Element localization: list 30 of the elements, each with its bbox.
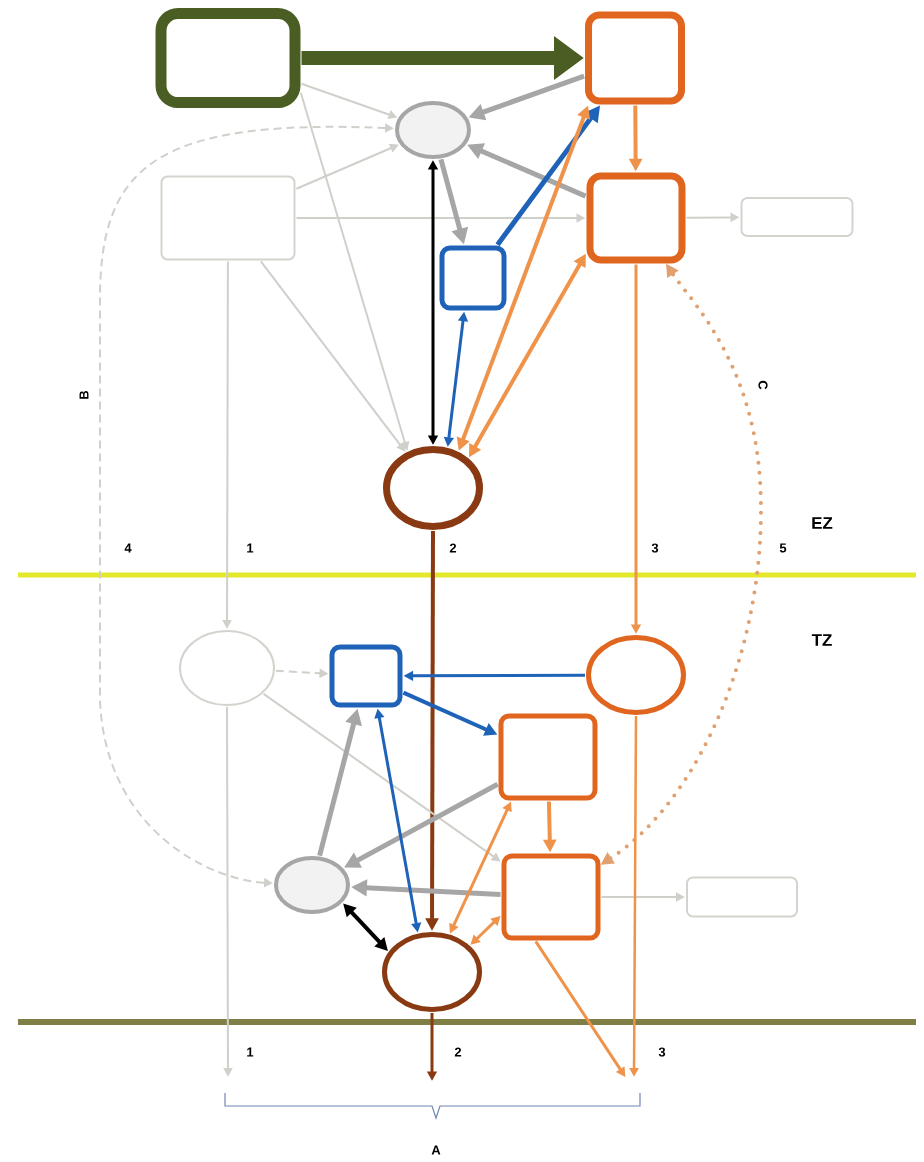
zone-label: 2 xyxy=(454,1047,462,1057)
zone-label: A xyxy=(431,1145,441,1155)
zone-label: EZ xyxy=(812,517,833,529)
rounded-box xyxy=(585,11,685,105)
zone-label: 1 xyxy=(247,543,254,553)
zone-label: 4 xyxy=(124,543,132,553)
zone-label: 1 xyxy=(247,1047,254,1057)
ellipse-node xyxy=(382,932,482,1012)
rounded-box xyxy=(586,172,686,264)
ellipse-node xyxy=(395,101,471,159)
zone-label: 3 xyxy=(651,543,659,553)
rounded-box xyxy=(686,876,798,918)
zone-label: 3 xyxy=(658,1047,666,1057)
ellipse-node xyxy=(274,856,350,914)
rounded-box xyxy=(160,175,296,261)
rounded-box xyxy=(439,245,507,311)
rounded-box xyxy=(740,197,854,237)
zone-label: 2 xyxy=(449,543,457,553)
edge-label: C xyxy=(756,378,770,392)
rounded-box xyxy=(501,853,601,941)
rounded-box xyxy=(329,644,403,708)
ellipse-node xyxy=(179,630,275,706)
arrow xyxy=(534,940,626,1077)
rounded-box xyxy=(498,713,598,801)
zone-label: 5 xyxy=(779,543,787,553)
ellipse-node xyxy=(586,635,686,715)
zone-label: TZ xyxy=(811,634,832,646)
rounded-box xyxy=(155,8,301,108)
ellipse-node xyxy=(383,446,483,530)
edge-label: B xyxy=(78,388,90,402)
